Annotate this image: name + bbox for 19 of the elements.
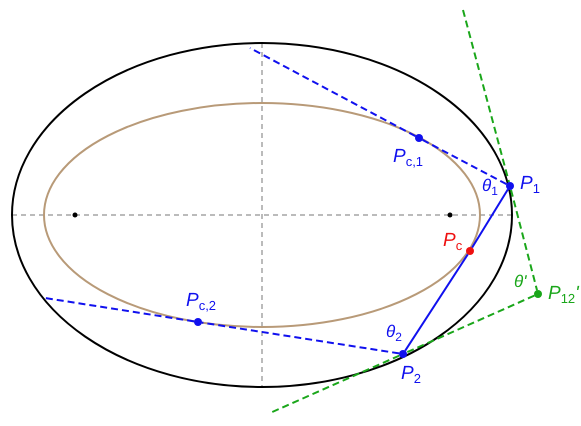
line	[462, 10, 510, 182]
line	[471, 188, 509, 248]
line	[406, 294, 535, 354]
line	[510, 190, 538, 290]
angle-label: θ'	[514, 272, 526, 292]
point-label: P$_{c,2}$	[186, 290, 216, 315]
line	[422, 138, 507, 186]
point-label: P$_{2}$	[401, 363, 421, 388]
point-label: P$_{1}$	[520, 173, 540, 198]
line	[202, 322, 400, 354]
angle-label: θ$_{1}$	[482, 176, 498, 200]
point-label: P$_{c}$	[443, 230, 462, 255]
angle-label: θ$_{2}$	[386, 322, 402, 346]
line	[44, 297, 194, 322]
line	[270, 354, 400, 414]
line	[404, 254, 469, 352]
point-label: P$_{c,1}$	[393, 146, 424, 171]
point-label: P$_{12}$'	[548, 283, 579, 308]
line	[250, 47, 416, 137]
